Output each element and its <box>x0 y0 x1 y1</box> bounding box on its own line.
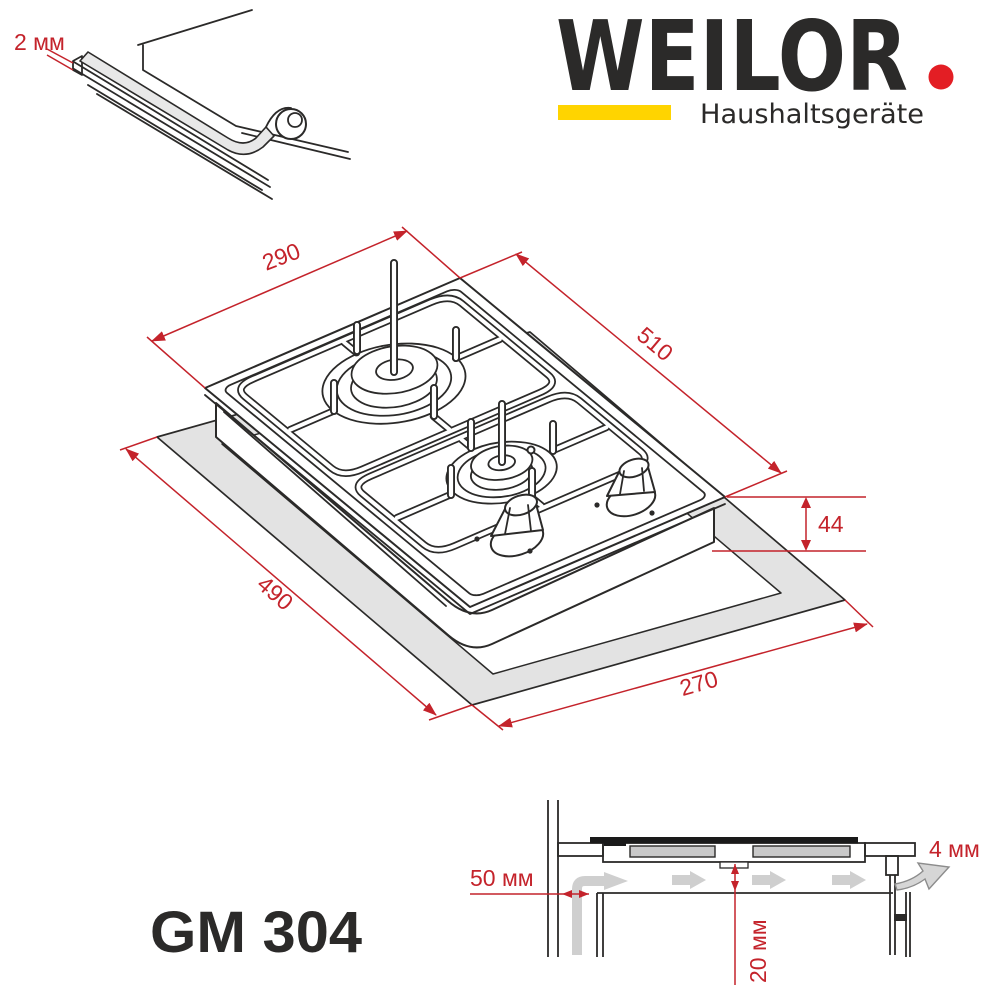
dim-body-height: 44 <box>712 496 866 552</box>
installation-section-drawing: 50 мм 20 мм 4 мм <box>470 800 980 985</box>
brand-tagline: Haushaltsgeräte <box>700 99 924 130</box>
air-outlet-arrow <box>894 862 951 891</box>
edge-detail-drawing: 2 мм <box>14 9 351 200</box>
hob-section-side-trim <box>885 855 899 876</box>
clearance-wall-label: 50 мм <box>470 865 534 891</box>
burner-box-left <box>629 845 716 858</box>
edge-end-cap <box>72 55 83 76</box>
hob-section-clamp <box>604 840 626 846</box>
seal-tape-flap <box>265 106 292 128</box>
edge-inner-box-lines <box>142 44 351 160</box>
hob-section-top-plate <box>590 837 858 844</box>
brand-logo: WEILOR Haushaltsgeräte <box>556 0 954 130</box>
dim-width-label: 290 <box>259 238 304 276</box>
wall-lines <box>547 800 559 957</box>
dim-cutout-length-label: 490 <box>252 571 298 616</box>
edge-top-line <box>137 9 253 46</box>
seal-tape-strip <box>79 51 275 156</box>
clearance-bottom: 20 мм <box>731 864 771 985</box>
cabinet-connector <box>894 914 907 921</box>
airflow-arrows <box>572 862 951 955</box>
clearance-wall: 50 мм <box>470 865 589 898</box>
dim-height-label: 44 <box>818 511 844 537</box>
model-name: GM 304 <box>150 900 362 965</box>
brand-dot <box>928 64 954 90</box>
dim-depth-label: 510 <box>632 322 678 367</box>
hob-body-tub <box>215 402 715 649</box>
edge-layer-lines <box>73 61 273 200</box>
brand-wordmark: WEILOR <box>556 0 908 113</box>
dim-hob-width: 290 <box>146 226 461 389</box>
edge-leader-lines <box>46 48 74 71</box>
dim-cutout-width-label: 270 <box>677 666 721 702</box>
countertop-left <box>557 842 604 857</box>
seal-tape-roll-core <box>287 112 303 128</box>
brand-underline <box>558 105 671 120</box>
hob-isometric-drawing: 290 510 44 490 270 <box>119 226 874 731</box>
edge-thickness-label: 2 мм <box>14 29 65 55</box>
gap-rear-label: 4 мм <box>929 836 980 862</box>
countertop-right <box>864 842 916 857</box>
clearance-bottom-label: 20 мм <box>745 919 771 983</box>
seal-tape-roll <box>275 108 307 140</box>
burner-box-right <box>752 845 851 858</box>
control-knob-rear <box>489 493 545 558</box>
